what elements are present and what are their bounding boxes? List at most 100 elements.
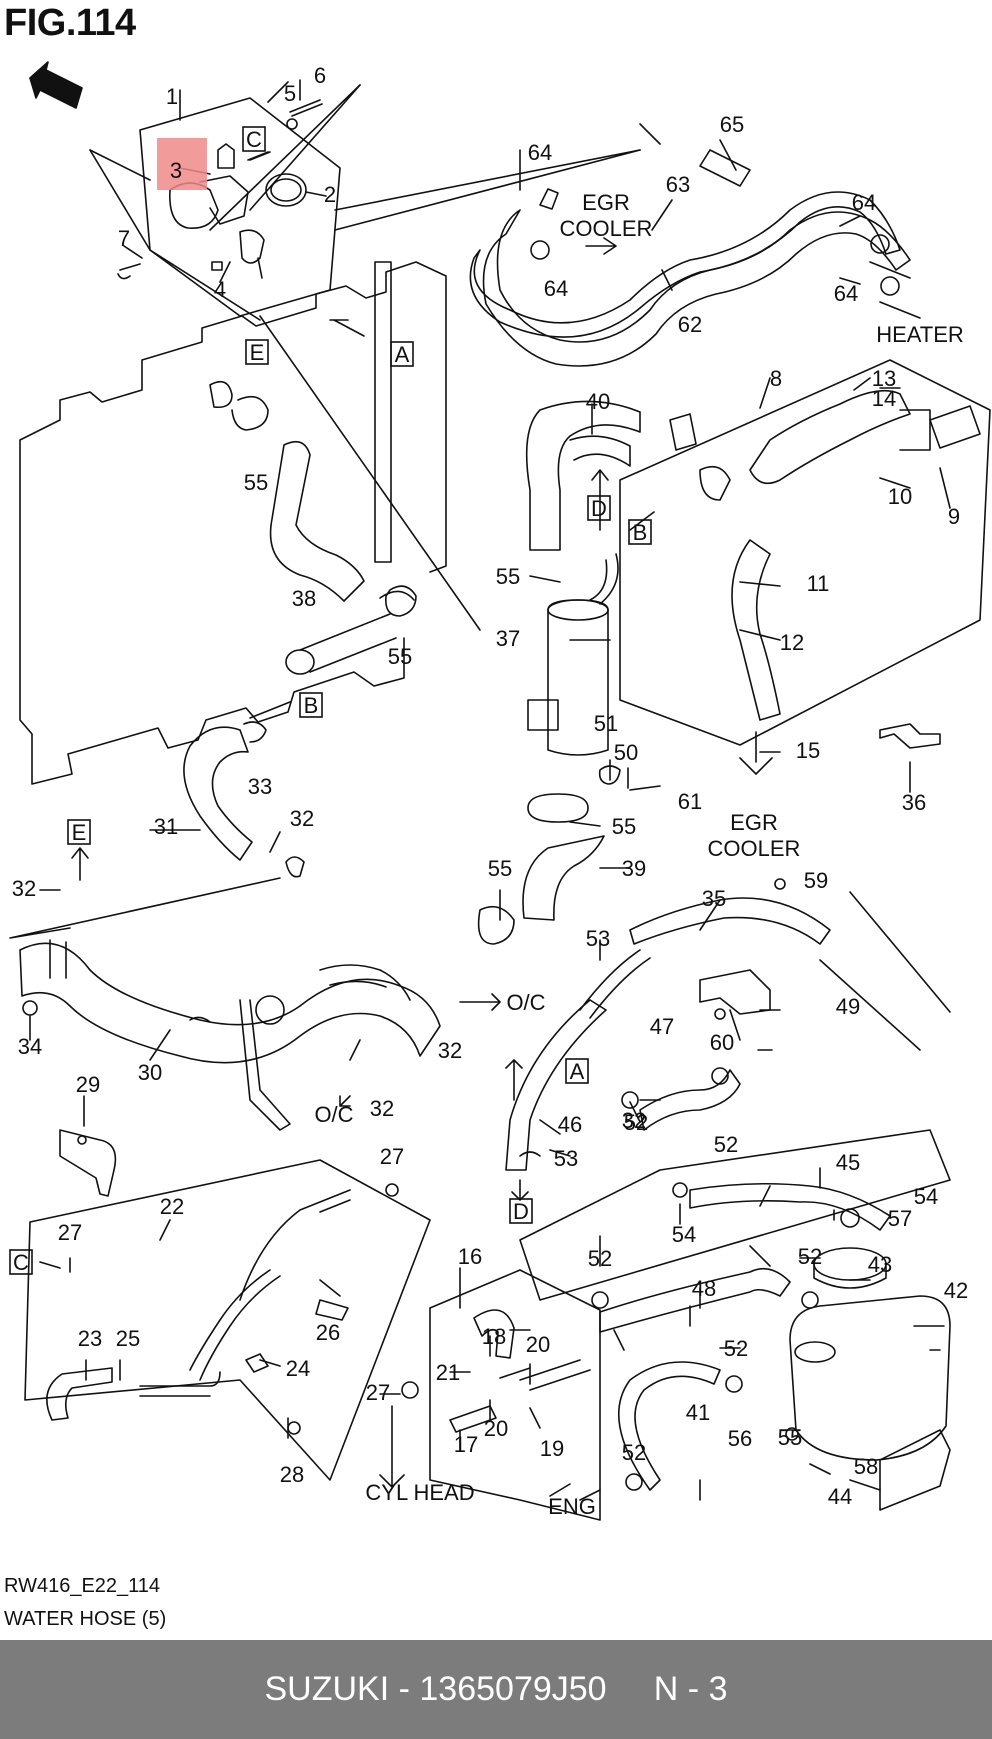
svg-text:28: 28	[280, 1462, 304, 1487]
svg-text:64: 64	[544, 276, 568, 301]
svg-text:27: 27	[58, 1220, 82, 1245]
figure-code: RW416_E22_114	[4, 1575, 161, 1597]
group-45-outline	[519, 1129, 951, 1301]
svg-text:33: 33	[248, 774, 272, 799]
highlight-part-3	[157, 138, 207, 190]
svg-text:2: 2	[324, 182, 336, 207]
svg-text:9: 9	[948, 504, 960, 529]
svg-text:56: 56	[728, 1426, 752, 1451]
svg-text:50: 50	[614, 740, 638, 765]
svg-text:21: 21	[436, 1360, 460, 1385]
svg-text:47: 47	[650, 1014, 674, 1039]
radiator-outline	[19, 261, 447, 785]
svg-text:26: 26	[316, 1320, 340, 1345]
svg-text:44: 44	[828, 1484, 852, 1509]
svg-text:3: 3	[170, 158, 182, 183]
svg-text:32: 32	[290, 806, 314, 831]
svg-text:COOLER: COOLER	[560, 216, 653, 241]
svg-text:48: 48	[692, 1276, 716, 1301]
svg-text:53: 53	[554, 1146, 578, 1171]
svg-text:64: 64	[834, 281, 858, 306]
svg-text:40: 40	[586, 389, 610, 414]
svg-text:6: 6	[314, 63, 326, 88]
svg-text:C: C	[246, 127, 262, 152]
svg-text:52: 52	[588, 1246, 612, 1271]
svg-text:32: 32	[370, 1096, 394, 1121]
egr-pipe-63	[482, 209, 911, 367]
destination-labels: EGR COOLER HEATER EGR COOLER O/C O/C CYL…	[314, 190, 963, 1519]
svg-text:32: 32	[12, 876, 36, 901]
svg-text:64: 64	[852, 190, 876, 215]
svg-text:31: 31	[154, 814, 178, 839]
svg-text:34: 34	[18, 1034, 42, 1059]
svg-text:C: C	[13, 1250, 29, 1275]
svg-text:B: B	[633, 520, 648, 545]
svg-text:4: 4	[214, 277, 226, 302]
svg-text:A: A	[395, 342, 410, 367]
svg-text:54: 54	[914, 1184, 938, 1209]
svg-text:CYL HEAD: CYL HEAD	[365, 1480, 474, 1505]
svg-text:15: 15	[796, 738, 820, 763]
svg-text:10: 10	[888, 484, 912, 509]
svg-text:65: 65	[720, 112, 744, 137]
part-number-bar: SUZUKI - 1365079J50 N - 3	[0, 1640, 992, 1739]
fwd-arrow-icon	[29, 61, 83, 109]
svg-text:COOLER: COOLER	[708, 836, 801, 861]
svg-text:42: 42	[944, 1278, 968, 1303]
reference-boxes	[9, 126, 652, 1275]
svg-text:55: 55	[488, 856, 512, 881]
callout-labels: 1 2 3 4 5 6 7 8 9 10 11 12 13 14 15 16 1…	[12, 63, 968, 1509]
svg-text:E: E	[250, 340, 265, 365]
svg-text:27: 27	[380, 1144, 404, 1169]
parts-diagram: 1 2 3 4 5 6 7 8 9 10 11 12 13 14 15 16 1…	[9, 61, 991, 1521]
svg-text:17: 17	[454, 1432, 478, 1457]
svg-text:55: 55	[612, 814, 636, 839]
svg-text:45: 45	[836, 1150, 860, 1175]
svg-text:55: 55	[244, 470, 268, 495]
svg-text:5: 5	[284, 81, 296, 106]
svg-text:14: 14	[872, 386, 896, 411]
svg-text:37: 37	[496, 626, 520, 651]
svg-text:55: 55	[778, 1425, 802, 1450]
svg-text:52: 52	[714, 1132, 738, 1157]
svg-text:49: 49	[836, 994, 860, 1019]
svg-text:32: 32	[438, 1038, 462, 1063]
group-8-outline	[619, 359, 991, 746]
svg-text:51: 51	[594, 711, 618, 736]
svg-text:12: 12	[780, 630, 804, 655]
svg-text:52: 52	[622, 1440, 646, 1465]
svg-text:38: 38	[292, 586, 316, 611]
svg-text:52: 52	[798, 1244, 822, 1269]
svg-text:54: 54	[672, 1222, 696, 1247]
svg-text:57: 57	[888, 1206, 912, 1231]
svg-text:32: 32	[622, 1108, 646, 1133]
svg-text:A: A	[570, 1059, 585, 1084]
svg-text:24: 24	[286, 1356, 310, 1381]
svg-text:20: 20	[484, 1416, 508, 1441]
svg-text:39: 39	[622, 856, 646, 881]
svg-text:O/C: O/C	[314, 1102, 353, 1127]
svg-text:55: 55	[388, 644, 412, 669]
svg-text:8: 8	[770, 366, 782, 391]
svg-text:64: 64	[528, 140, 552, 165]
svg-text:41: 41	[686, 1400, 710, 1425]
egr-pipe-62	[469, 191, 901, 338]
svg-text:52: 52	[724, 1336, 748, 1361]
svg-text:60: 60	[710, 1030, 734, 1055]
group-22-outline	[24, 1159, 431, 1481]
svg-text:30: 30	[138, 1060, 162, 1085]
reference-box-letters: C E A D B B E A D C	[13, 127, 647, 1275]
svg-text:11: 11	[807, 571, 830, 596]
svg-text:43: 43	[868, 1252, 892, 1277]
svg-text:27: 27	[366, 1380, 390, 1405]
svg-text:D: D	[591, 496, 607, 521]
svg-text:25: 25	[116, 1326, 140, 1351]
figure-name: WATER HOSE (5)	[4, 1608, 167, 1630]
svg-text:62: 62	[678, 312, 702, 337]
svg-text:35: 35	[702, 886, 726, 911]
svg-text:HEATER: HEATER	[876, 322, 964, 347]
svg-text:16: 16	[458, 1244, 482, 1269]
svg-text:19: 19	[540, 1436, 564, 1461]
reservoir-42-outline	[789, 1295, 951, 1461]
svg-text:E: E	[72, 820, 87, 845]
